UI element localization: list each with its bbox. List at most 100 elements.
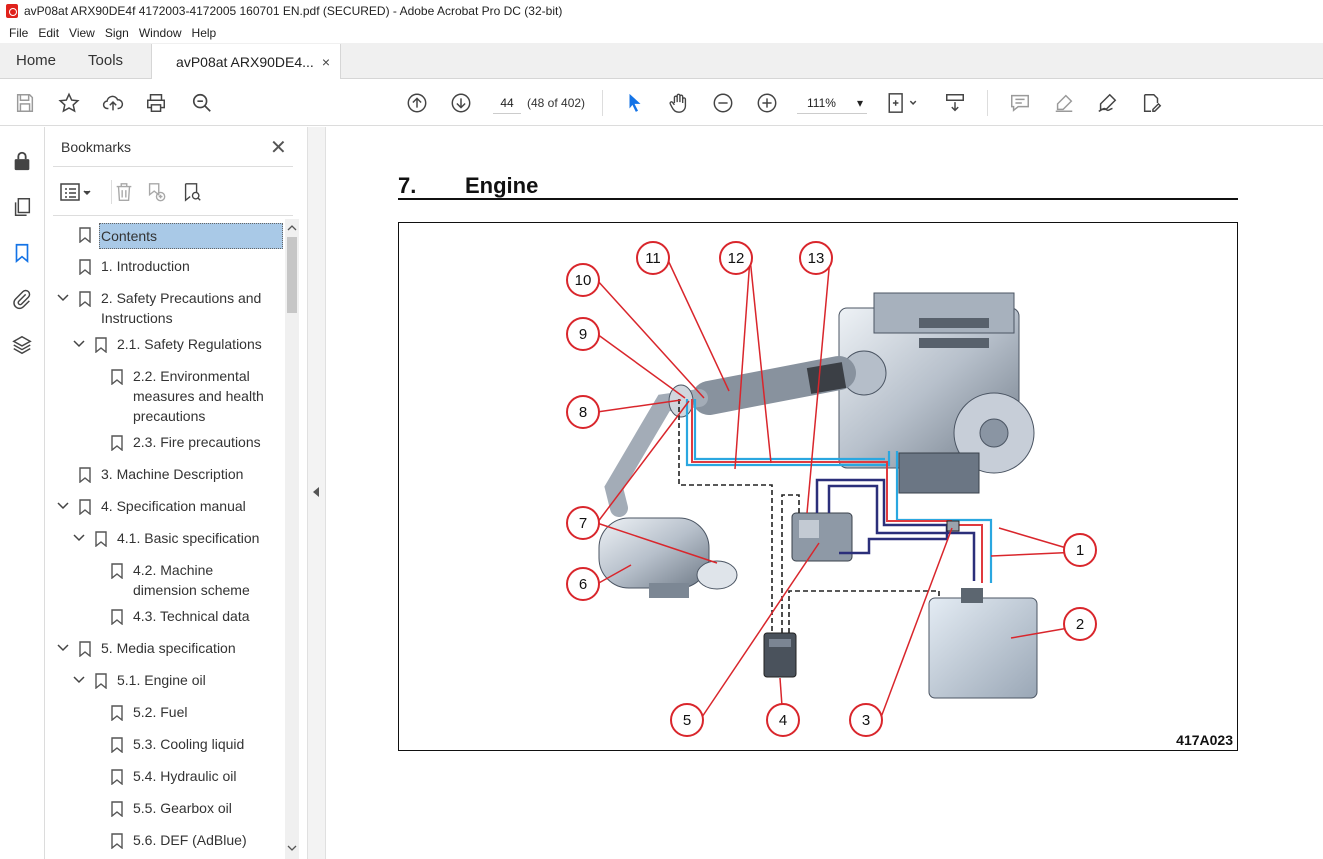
star-icon[interactable]: [57, 91, 81, 115]
menu-edit[interactable]: Edit: [38, 25, 60, 40]
bookmark-label: 5.5. Gearbox oil: [133, 800, 232, 816]
title-bar: avP08at ARX90DE4f 4172003-4172005 160701…: [0, 0, 1323, 22]
bookmark-label: 5.3. Cooling liquid: [133, 736, 245, 752]
scroll-down-icon[interactable]: [285, 841, 299, 855]
svg-text:10: 10: [575, 272, 592, 289]
page-count: (48 of 402): [527, 96, 586, 110]
svg-text:9: 9: [579, 326, 587, 343]
bookmark-label: 3. Machine Description: [101, 466, 244, 482]
scroll-thumb[interactable]: [287, 237, 297, 313]
print-icon[interactable]: [144, 91, 168, 115]
scroll-mode-icon[interactable]: [943, 91, 967, 115]
close-panel-icon[interactable]: ✕: [270, 137, 287, 159]
attachment-icon[interactable]: [10, 287, 34, 311]
chevron-down-icon[interactable]: [57, 293, 69, 303]
svg-text:11: 11: [645, 250, 661, 267]
section-heading: 7.Engine: [398, 173, 538, 199]
def-tank: [928, 588, 1038, 699]
save-icon[interactable]: [13, 91, 37, 115]
upload-icon[interactable]: [101, 91, 125, 115]
menu-help[interactable]: Help: [191, 25, 217, 40]
bookmark-list: Contents 1. Introduction 2. Safety Preca…: [45, 218, 285, 858]
collapse-arrow-icon[interactable]: [313, 487, 319, 497]
divider: [111, 180, 112, 204]
bookmark-label: 5.4. Hydraulic oil: [133, 768, 237, 784]
chevron-down-icon[interactable]: [73, 675, 85, 685]
svg-text:13: 13: [808, 250, 825, 267]
chevron-down-icon[interactable]: [73, 339, 85, 349]
navigation-rail: [0, 127, 45, 859]
find-bookmark-icon[interactable]: [181, 179, 203, 205]
document-view[interactable]: 7.Engine: [326, 127, 1323, 859]
scroll-up-icon[interactable]: [285, 221, 299, 235]
panel-collapse-bar[interactable]: [307, 127, 326, 859]
menu-view[interactable]: View: [69, 25, 95, 40]
toolbar-divider: [987, 90, 988, 116]
chevron-down-icon[interactable]: [73, 533, 85, 543]
zoom-out-icon[interactable]: [711, 91, 735, 115]
menu-window[interactable]: Window: [138, 25, 182, 40]
aftertreatment-canister: [598, 517, 738, 598]
new-bookmark-icon[interactable]: [145, 179, 167, 205]
zoom-value: 111%: [807, 95, 836, 110]
callout-13: 13: [799, 241, 833, 275]
search-icon[interactable]: [190, 91, 214, 115]
chevron-down-icon[interactable]: [57, 501, 69, 511]
callout-12: 12: [719, 241, 753, 275]
menu-bar: File Edit View Sign Window Help: [0, 22, 1323, 43]
pages-icon[interactable]: [10, 195, 34, 219]
divider: [53, 166, 293, 167]
bookmark-item-safety-precautions[interactable]: 2. Safety Precautions and Instructions: [45, 288, 285, 328]
bookmark-item-environmental-measures[interactable]: 2.2. Environmental measures and health p…: [45, 366, 285, 426]
svg-text:1: 1: [1076, 542, 1084, 559]
zoom-in-icon[interactable]: [755, 91, 779, 115]
callout-markers: 10 9 8 7 6 11 12 13 1 2 3 4 5: [566, 241, 1097, 737]
layers-icon[interactable]: [10, 333, 34, 357]
tab-close-icon[interactable]: ×: [321, 53, 330, 70]
tab-home[interactable]: Home: [16, 52, 57, 69]
figure-id: 417A023: [1176, 732, 1233, 748]
menu-sign[interactable]: Sign: [104, 25, 129, 40]
chevron-down-icon[interactable]: [57, 643, 69, 653]
page-number-input[interactable]: [493, 92, 521, 114]
bookmarks-scrollbar[interactable]: [285, 219, 299, 859]
bookmark-item-machine-dimension-scheme[interactable]: 4.2. Machine dimension scheme: [45, 560, 285, 600]
next-page-icon[interactable]: [449, 91, 473, 115]
bookmark-item-contents[interactable]: Contents: [45, 223, 285, 250]
callout-10: 10: [566, 263, 600, 297]
svg-text:8: 8: [579, 404, 587, 421]
chevron-down-icon: ▾: [856, 95, 863, 110]
menu-file[interactable]: File: [9, 25, 29, 40]
acrobat-logo-icon: [6, 4, 18, 18]
highlight-icon[interactable]: [1052, 91, 1076, 115]
comment-icon[interactable]: [1008, 91, 1032, 115]
bookmark-options-button[interactable]: [59, 179, 95, 205]
engine-figure: 10 9 8 7 6 11 12 13 1 2 3 4 5 417A023: [398, 222, 1238, 751]
page-fit-icon[interactable]: [885, 91, 921, 115]
callout-5: 5: [670, 703, 704, 737]
callout-8: 8: [566, 395, 600, 429]
bookmark-label: 4. Specification manual: [101, 498, 246, 514]
svg-text:4: 4: [779, 712, 787, 729]
callout-4: 4: [766, 703, 800, 737]
zoom-select[interactable]: 111% ▾: [797, 92, 867, 114]
hand-icon[interactable]: [667, 91, 691, 115]
control-unit: [763, 632, 797, 678]
callout-9: 9: [566, 317, 600, 351]
svg-text:6: 6: [579, 576, 587, 593]
sign-icon[interactable]: [1095, 91, 1119, 115]
fill-sign-icon[interactable]: [1140, 91, 1164, 115]
tab-document[interactable]: avP08at ARX90DE4... ×: [151, 44, 341, 79]
bookmark-icon[interactable]: [10, 241, 34, 265]
delete-bookmark-icon[interactable]: [113, 179, 135, 205]
tab-tools[interactable]: Tools: [88, 52, 124, 69]
bookmark-label: 5. Media specification: [101, 640, 236, 656]
lock-icon[interactable]: [10, 149, 34, 173]
bookmark-label: 1. Introduction: [101, 258, 190, 274]
pointer-icon[interactable]: [623, 91, 647, 115]
bookmark-label: 5.2. Fuel: [133, 704, 188, 720]
bookmark-label: 4.2. Machine dimension scheme: [133, 562, 250, 598]
svg-text:12: 12: [728, 250, 745, 267]
callout-3: 3: [849, 703, 883, 737]
prev-page-icon[interactable]: [405, 91, 429, 115]
